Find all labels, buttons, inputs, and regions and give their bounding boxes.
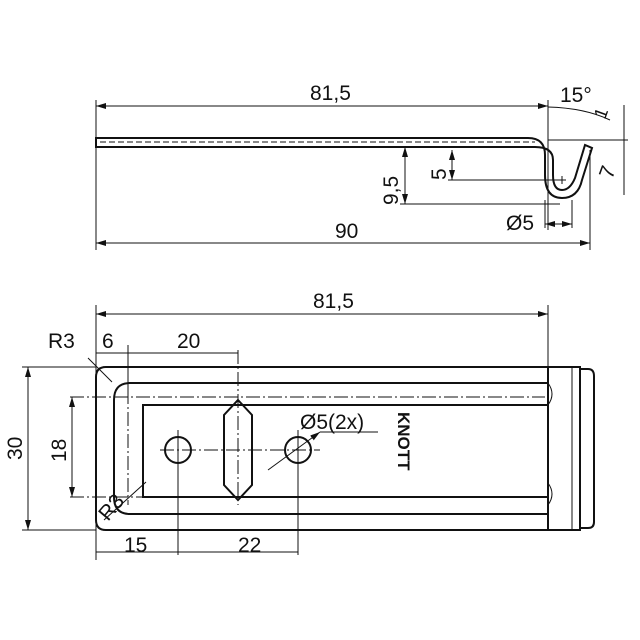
dim-length: 81,5: [313, 290, 354, 313]
dim-length-top: 81,5: [310, 82, 351, 105]
dim-total: 90: [335, 220, 358, 243]
dim-slot: 18: [48, 439, 71, 462]
dim-inner: 5: [428, 168, 451, 180]
side-view: 81,5 90 15° 1 7 9,5 5 Ø5: [95, 82, 628, 250]
dim-angle: 15°: [560, 84, 592, 107]
part-profile: [95, 137, 594, 200]
dim-width: 30: [4, 437, 27, 460]
leader-r3: [87, 357, 113, 383]
plan-view: Ø5(2x) KNOTT 81,5 R3 6 20 30 18 R3 15 22: [4, 290, 595, 560]
end-tab: [548, 366, 595, 531]
leader-r3-inner: [103, 481, 147, 521]
dim-hole1: 15: [124, 534, 147, 557]
dim-offset: 6: [102, 330, 114, 353]
dim-corner-radius: R3: [48, 330, 75, 353]
plate-outline: [95, 366, 549, 531]
dim-notch: 20: [177, 330, 200, 353]
angle-arc: [547, 106, 611, 121]
dim-hole-spacing: 22: [238, 534, 261, 557]
dim-holes: Ø5(2x): [300, 411, 364, 434]
rib-outer: [113, 382, 548, 515]
dim-inner-radius: R3: [94, 490, 129, 525]
brand-mark: KNOTT: [394, 412, 413, 471]
leader-holes: [267, 431, 321, 471]
rib-end: [547, 382, 553, 506]
dim-hook: 7: [595, 163, 621, 182]
dim-height: 9,5: [380, 176, 403, 205]
dim-bend-dia: Ø5: [506, 212, 534, 235]
dim-tip: 1: [590, 105, 612, 121]
